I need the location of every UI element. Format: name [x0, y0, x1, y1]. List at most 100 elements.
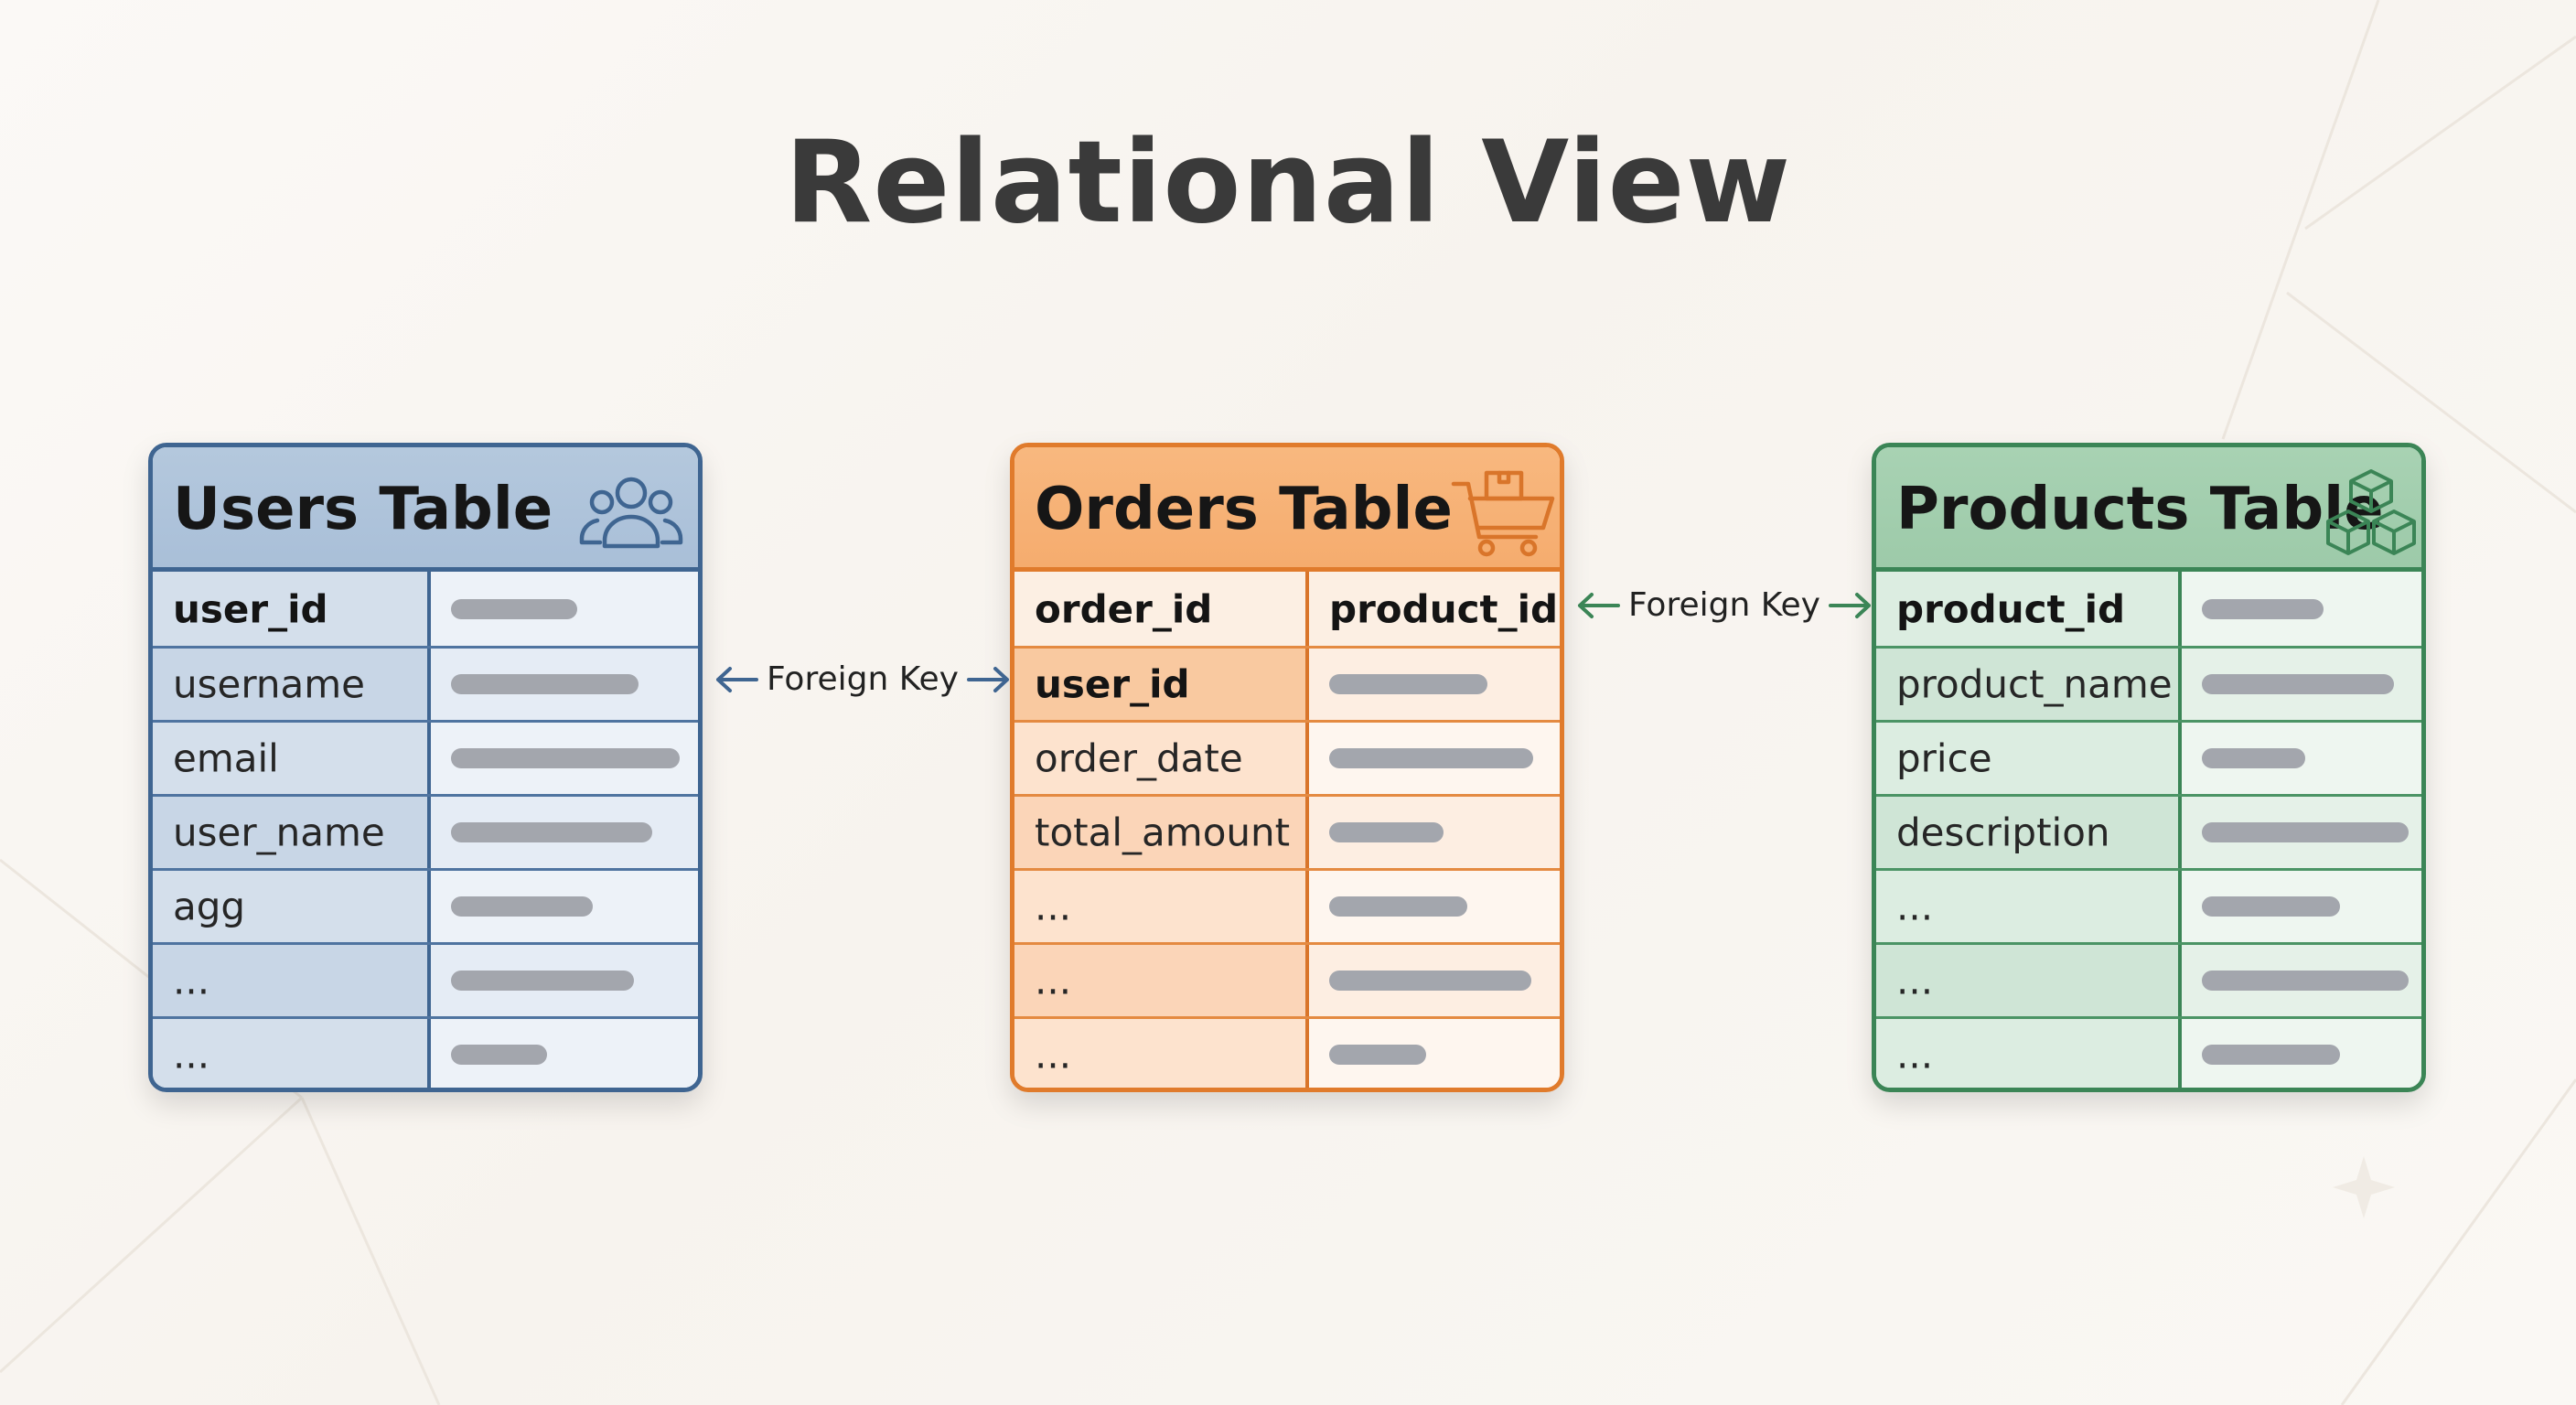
placeholder-value-bar — [451, 896, 593, 917]
field-value-cell — [1309, 723, 1560, 794]
users-table-row: user_id — [153, 572, 698, 646]
users-table-card: Users Table user_id username email user_nam… — [148, 443, 703, 1092]
foreign-key-label: Foreign Key — [1628, 586, 1820, 624]
field-name: ... — [1035, 958, 1072, 1003]
field-name: description — [1896, 810, 2110, 855]
field-name: ... — [1035, 884, 1072, 929]
field-value-cell — [431, 871, 698, 942]
placeholder-value-bar — [1329, 748, 1533, 768]
field-name: user_name — [173, 810, 385, 855]
placeholder-value-bar — [2202, 598, 2324, 619]
field-name: ... — [1896, 1032, 1934, 1078]
field-name-cell: ... — [1014, 1019, 1309, 1088]
field-name-cell: total_amount — [1014, 797, 1309, 868]
placeholder-value-bar — [451, 1045, 547, 1065]
orders-table-row: total_amount — [1014, 794, 1560, 868]
field-name-cell: agg — [153, 871, 431, 942]
users-table-row: agg — [153, 868, 698, 942]
placeholder-value-bar — [1329, 896, 1467, 917]
products-table-row: product_name — [1876, 646, 2421, 720]
field-value-cell — [2182, 871, 2421, 942]
users-table-row: ... — [153, 942, 698, 1016]
field-name-cell: email — [153, 723, 431, 794]
placeholder-value-bar — [1329, 674, 1487, 694]
products-table-header: Products Table — [1876, 447, 2421, 572]
placeholder-value-bar — [2202, 971, 2409, 991]
products-table-row: product_id — [1876, 572, 2421, 646]
orders-table-row: ... — [1014, 868, 1560, 942]
field-value-cell — [1309, 945, 1560, 1016]
field-name-cell: ... — [153, 1019, 431, 1088]
field-name: username — [173, 661, 365, 707]
products-table-row: price — [1876, 720, 2421, 794]
placeholder-value-bar — [451, 748, 680, 768]
field-name: ... — [1896, 884, 1934, 929]
users-table-title: Users Table — [173, 476, 553, 543]
field-name-cell: ... — [1876, 871, 2182, 942]
users-table-row: email — [153, 720, 698, 794]
field-value-cell — [431, 572, 698, 646]
placeholder-value-bar — [2202, 1045, 2340, 1065]
foreign-key-label: Foreign Key — [767, 660, 959, 698]
arrow-right-icon — [1829, 592, 1871, 618]
field-value-cell — [2182, 1019, 2421, 1088]
field-name: agg — [173, 884, 246, 929]
products-table-title: Products Table — [1896, 476, 2384, 543]
field-name: ... — [173, 1032, 210, 1078]
users-table-row: username — [153, 646, 698, 720]
field-name: order_date — [1035, 735, 1243, 781]
orders-table-title: Orders Table — [1035, 476, 1453, 543]
orders-table-header: Orders Table — [1014, 447, 1560, 572]
field-name: ... — [173, 958, 210, 1003]
users-table-row: ... — [153, 1016, 698, 1088]
products-table-row: ... — [1876, 868, 2421, 942]
field-value-cell — [431, 649, 698, 720]
field-value-cell — [2182, 572, 2421, 646]
field-name-cell: description — [1876, 797, 2182, 868]
field-name: product_id — [1896, 586, 2126, 631]
placeholder-value-bar — [1329, 971, 1531, 991]
field-name-cell: ... — [1014, 871, 1309, 942]
placeholder-value-bar — [2202, 822, 2409, 842]
arrow-left-icon — [716, 666, 758, 692]
field-name-cell: order_date — [1014, 723, 1309, 794]
field-value-cell — [2182, 945, 2421, 1016]
users-table-row: user_name — [153, 794, 698, 868]
field-value-cell — [2182, 797, 2421, 868]
field-name-cell: ... — [1014, 945, 1309, 1016]
placeholder-value-bar — [1329, 1045, 1426, 1065]
users-group-icon — [577, 467, 685, 559]
field-value-cell — [1309, 649, 1560, 720]
field-value-cell — [1309, 797, 1560, 868]
field-value-cell — [1309, 1019, 1560, 1088]
field-value-cell — [431, 797, 698, 868]
field-value-cell — [2182, 723, 2421, 794]
field-value-cell — [431, 945, 698, 1016]
products-table-row: ... — [1876, 1016, 2421, 1088]
placeholder-value-bar — [2202, 748, 2305, 768]
placeholder-value-bar — [2202, 896, 2340, 917]
field-name: price — [1896, 735, 1992, 781]
field-name-cell: user_name — [153, 797, 431, 868]
field-name: user_id — [1035, 661, 1190, 707]
foreign-key-link-orders-products: Foreign Key — [1575, 586, 1873, 624]
orders-table-row: order_date — [1014, 720, 1560, 794]
placeholder-value-bar — [451, 674, 639, 694]
field-value-cell — [2182, 649, 2421, 720]
field-value-cell — [431, 723, 698, 794]
orders-table-row: ... — [1014, 942, 1560, 1016]
field-name-cell: order_id — [1014, 572, 1309, 646]
field-name-cell: ... — [1876, 1019, 2182, 1088]
field-value-cell — [431, 1019, 698, 1088]
placeholder-value-bar — [1329, 822, 1444, 842]
field-name: ... — [1896, 958, 1934, 1003]
field-name-cell: product_id — [1876, 572, 2182, 646]
placeholder-value-bar — [451, 971, 634, 991]
field-name-cell: product_name — [1876, 649, 2182, 720]
